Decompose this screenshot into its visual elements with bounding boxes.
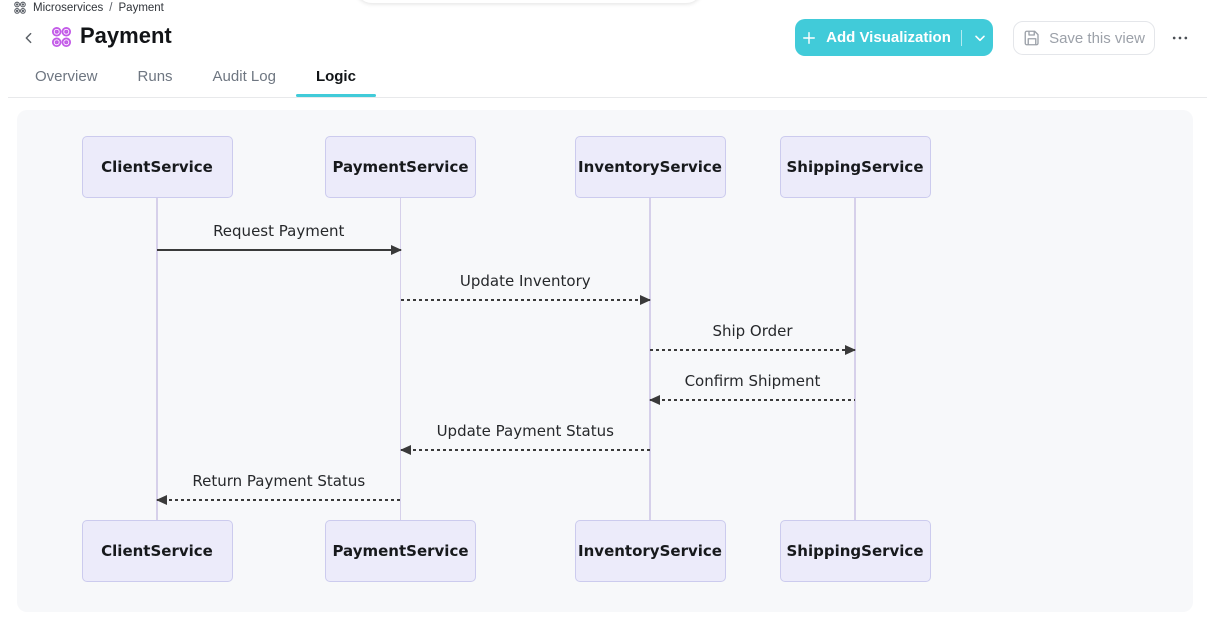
message-label: Ship Order	[712, 322, 793, 340]
tabs: Overview Runs Audit Log Logic	[15, 62, 376, 97]
message-label: Return Payment Status	[192, 472, 366, 490]
back-button[interactable]	[18, 27, 40, 49]
breadcrumb-item-payment[interactable]: Payment	[118, 2, 164, 14]
lifeline	[156, 198, 158, 520]
microservices-icon	[13, 1, 27, 15]
arrowhead-icon	[845, 344, 856, 355]
arrowhead-icon	[390, 244, 402, 255]
message-label: Update Payment Status	[436, 422, 614, 440]
participant-box-bottom: ClientService	[81, 520, 233, 582]
lifeline	[399, 198, 402, 520]
arrowhead-icon	[640, 294, 651, 305]
add-visualization-button[interactable]: Add Visualization	[795, 19, 993, 56]
participant-box-bottom: InventoryService	[574, 520, 726, 582]
breadcrumb-separator: /	[109, 2, 113, 14]
participant-box-top: InventoryService	[574, 136, 726, 198]
save-this-view-button[interactable]: Save this view	[1013, 21, 1155, 55]
ellipsis-icon	[1170, 28, 1190, 48]
arrowhead-icon	[649, 394, 660, 405]
participant-box-bottom: ShippingService	[779, 520, 931, 582]
floating-toolbar-edge	[355, 0, 703, 3]
message-arrow	[399, 444, 650, 455]
arrowhead-icon	[156, 494, 167, 505]
save-icon	[1023, 29, 1041, 47]
chevron-down-icon[interactable]	[972, 30, 988, 46]
arrowhead-icon	[399, 444, 411, 455]
message-label: Confirm Shipment	[684, 372, 821, 390]
message-arrow	[156, 494, 401, 505]
back-chevron-icon	[21, 30, 37, 46]
tab-runs[interactable]: Runs	[137, 68, 173, 85]
message-label: Update Inventory	[459, 272, 591, 290]
tab-overview[interactable]: Overview	[35, 68, 98, 85]
add-visualization-label: Add Visualization	[826, 29, 951, 46]
participant-box-top: ClientService	[81, 136, 233, 198]
save-this-view-label: Save this view	[1049, 29, 1145, 47]
tab-logic[interactable]: Logic	[295, 62, 376, 97]
message-arrow	[157, 244, 402, 255]
participant-box-top: ShippingService	[779, 136, 931, 198]
message-label: Request Payment	[213, 222, 345, 240]
breadcrumb-item-microservices[interactable]: Microservices	[33, 2, 104, 14]
plus-icon	[800, 29, 818, 47]
microservices-app-icon	[50, 26, 73, 49]
tab-audit-log[interactable]: Audit Log	[212, 68, 276, 85]
page-title: Payment	[80, 23, 172, 48]
participant-box-top: PaymentService	[325, 136, 476, 198]
message-arrow	[649, 394, 855, 405]
lifeline	[854, 198, 856, 520]
lifeline	[649, 198, 651, 520]
message-arrow	[400, 294, 651, 305]
breadcrumb: Microservices / Payment	[13, 0, 164, 16]
message-arrow	[650, 344, 856, 355]
button-divider	[960, 29, 962, 46]
tabs-divider	[8, 97, 1207, 98]
more-options-button[interactable]	[1162, 27, 1198, 49]
participant-box-bottom: PaymentService	[325, 520, 476, 582]
